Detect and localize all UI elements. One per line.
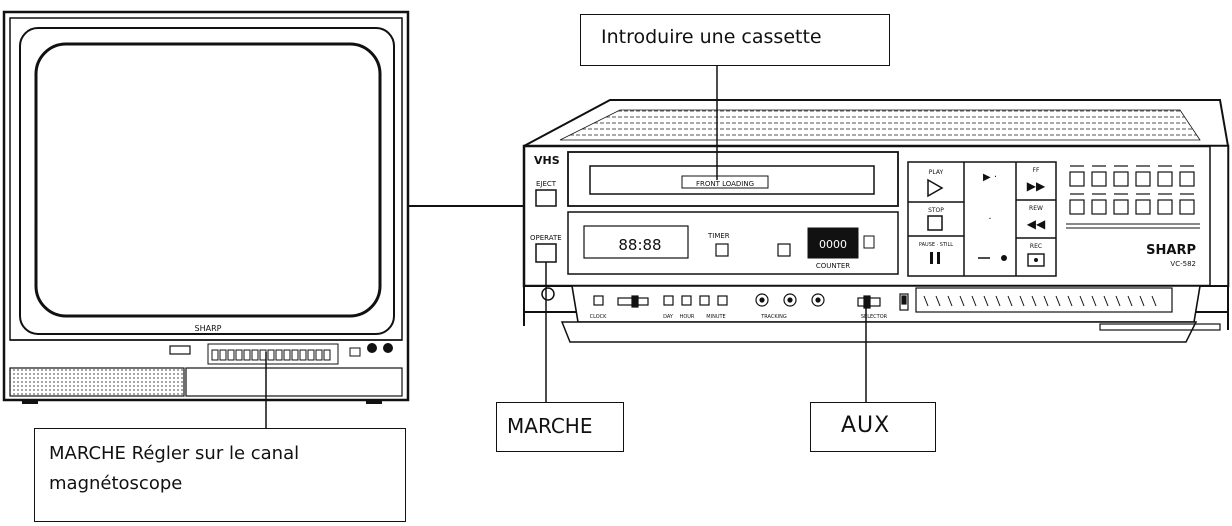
minute-label: MINUTE (706, 314, 725, 320)
television: SHARP (2, 10, 410, 404)
timer-label: TIMER (707, 232, 730, 240)
tracking-label: TRACKING (760, 314, 787, 320)
timer-button[interactable] (715, 243, 729, 257)
callout-insert-cassette: Introduire une cassette (580, 14, 890, 66)
selector-label: SELECTOR (861, 314, 888, 320)
pause-button[interactable] (930, 252, 940, 264)
rec-button[interactable] (1027, 253, 1045, 267)
rec-label: REC (1030, 243, 1042, 250)
eject-label: EJECT (536, 180, 557, 188)
tv-channel-selectors[interactable] (207, 343, 339, 365)
svg-text:·: · (988, 214, 991, 225)
leader-lines (265, 66, 867, 428)
tv-brand: SHARP (195, 324, 222, 333)
rew-label: REW (1029, 205, 1043, 212)
play-button[interactable] (927, 178, 944, 198)
lower-control-panel[interactable] (593, 287, 1173, 313)
day-label: DAY (663, 314, 674, 320)
pause-label: PAUSE · STILL (919, 242, 953, 248)
counter-reset-button[interactable] (863, 235, 875, 249)
operate-label: OPERATE (530, 234, 562, 242)
vcr-vhs-logo: VHS (534, 154, 560, 167)
audio-dub-jack[interactable] (541, 287, 555, 301)
callout-aux: AUX (810, 402, 936, 452)
tv-power-knob[interactable] (367, 343, 377, 353)
tv-speaker-grille (9, 367, 185, 397)
vcr-brand: SHARP (1146, 243, 1196, 258)
vcr-model: VC-582 (1170, 260, 1196, 268)
channel-preset-buttons[interactable] (1069, 165, 1195, 215)
stop-button[interactable] (927, 215, 943, 231)
clock-label: CLOCK (590, 314, 608, 320)
vcr: VHS EJECT OPERATE FRONT LOADING 88:88 TI… (522, 99, 1230, 343)
counter-label: COUNTER (816, 262, 850, 270)
clock-readout: 88:88 (618, 236, 661, 254)
ff-button[interactable]: ▶▶ (1027, 179, 1046, 193)
counter-display (807, 227, 859, 259)
cassette-slot[interactable] (589, 165, 875, 195)
front-loading-label: FRONT LOADING (696, 180, 754, 188)
callout-marche-tv: MARCHE Régler sur le canal magnétoscope (34, 428, 406, 522)
tv-screen (34, 42, 382, 318)
stop-label: STOP (928, 207, 944, 214)
clock-display (583, 225, 689, 259)
play-label: PLAY (929, 169, 944, 176)
ff-label: FF (1033, 167, 1040, 174)
svg-text:▶ ·: ▶ · (983, 172, 997, 183)
eject-button[interactable] (535, 189, 557, 207)
hour-label: HOUR (680, 314, 695, 320)
callout-marche-vcr: MARCHE (496, 402, 624, 452)
counter-readout: 0000 (819, 238, 847, 251)
rew-button[interactable]: ◀◀ (1027, 217, 1046, 231)
